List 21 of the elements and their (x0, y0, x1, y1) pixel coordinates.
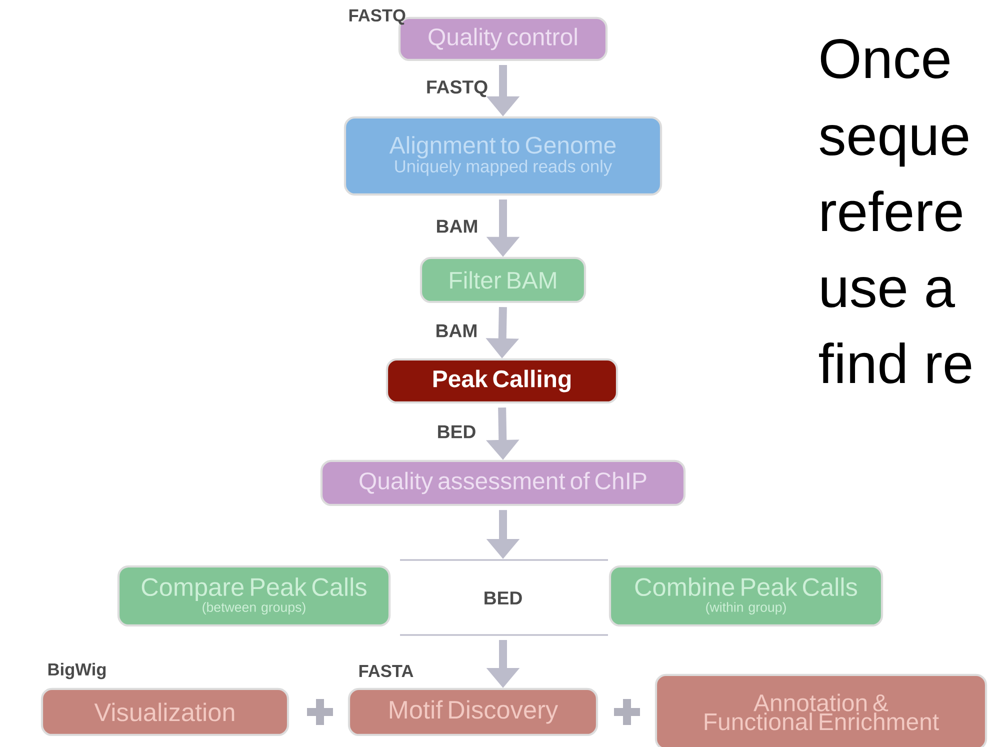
process-box: Alignment to Genome Uniquely mapped reads only (344, 116, 662, 196)
process-box: Visualization (40, 688, 290, 736)
body-text: use a (822, 276, 955, 308)
file-format-label: FASTA (359, 664, 414, 678)
edge-label: BED (438, 425, 476, 438)
process-box: Peak Calling (386, 358, 618, 404)
process-box: Motif Discovery (348, 688, 598, 736)
process-box: Compare Peak Calls (between groups) (117, 565, 391, 627)
process-box: Combine Peak Calls (within group) (608, 565, 884, 627)
body-text: Once (820, 38, 950, 79)
process-box: Filter BAM (420, 256, 586, 304)
edge-label: BAM (436, 324, 476, 338)
body-text: seque (820, 124, 968, 167)
format-label: BED (484, 592, 522, 604)
body-text: refere (822, 190, 962, 232)
edge-label: FASTQ (427, 80, 488, 98)
edge-label: BAM (437, 220, 477, 233)
process-box: Quality assessment of ChIP (320, 460, 686, 506)
process-box: Annotation & Functional Enrichment (654, 674, 988, 747)
file-format-label: BigWig (48, 662, 106, 680)
body-text: find re (819, 342, 972, 384)
